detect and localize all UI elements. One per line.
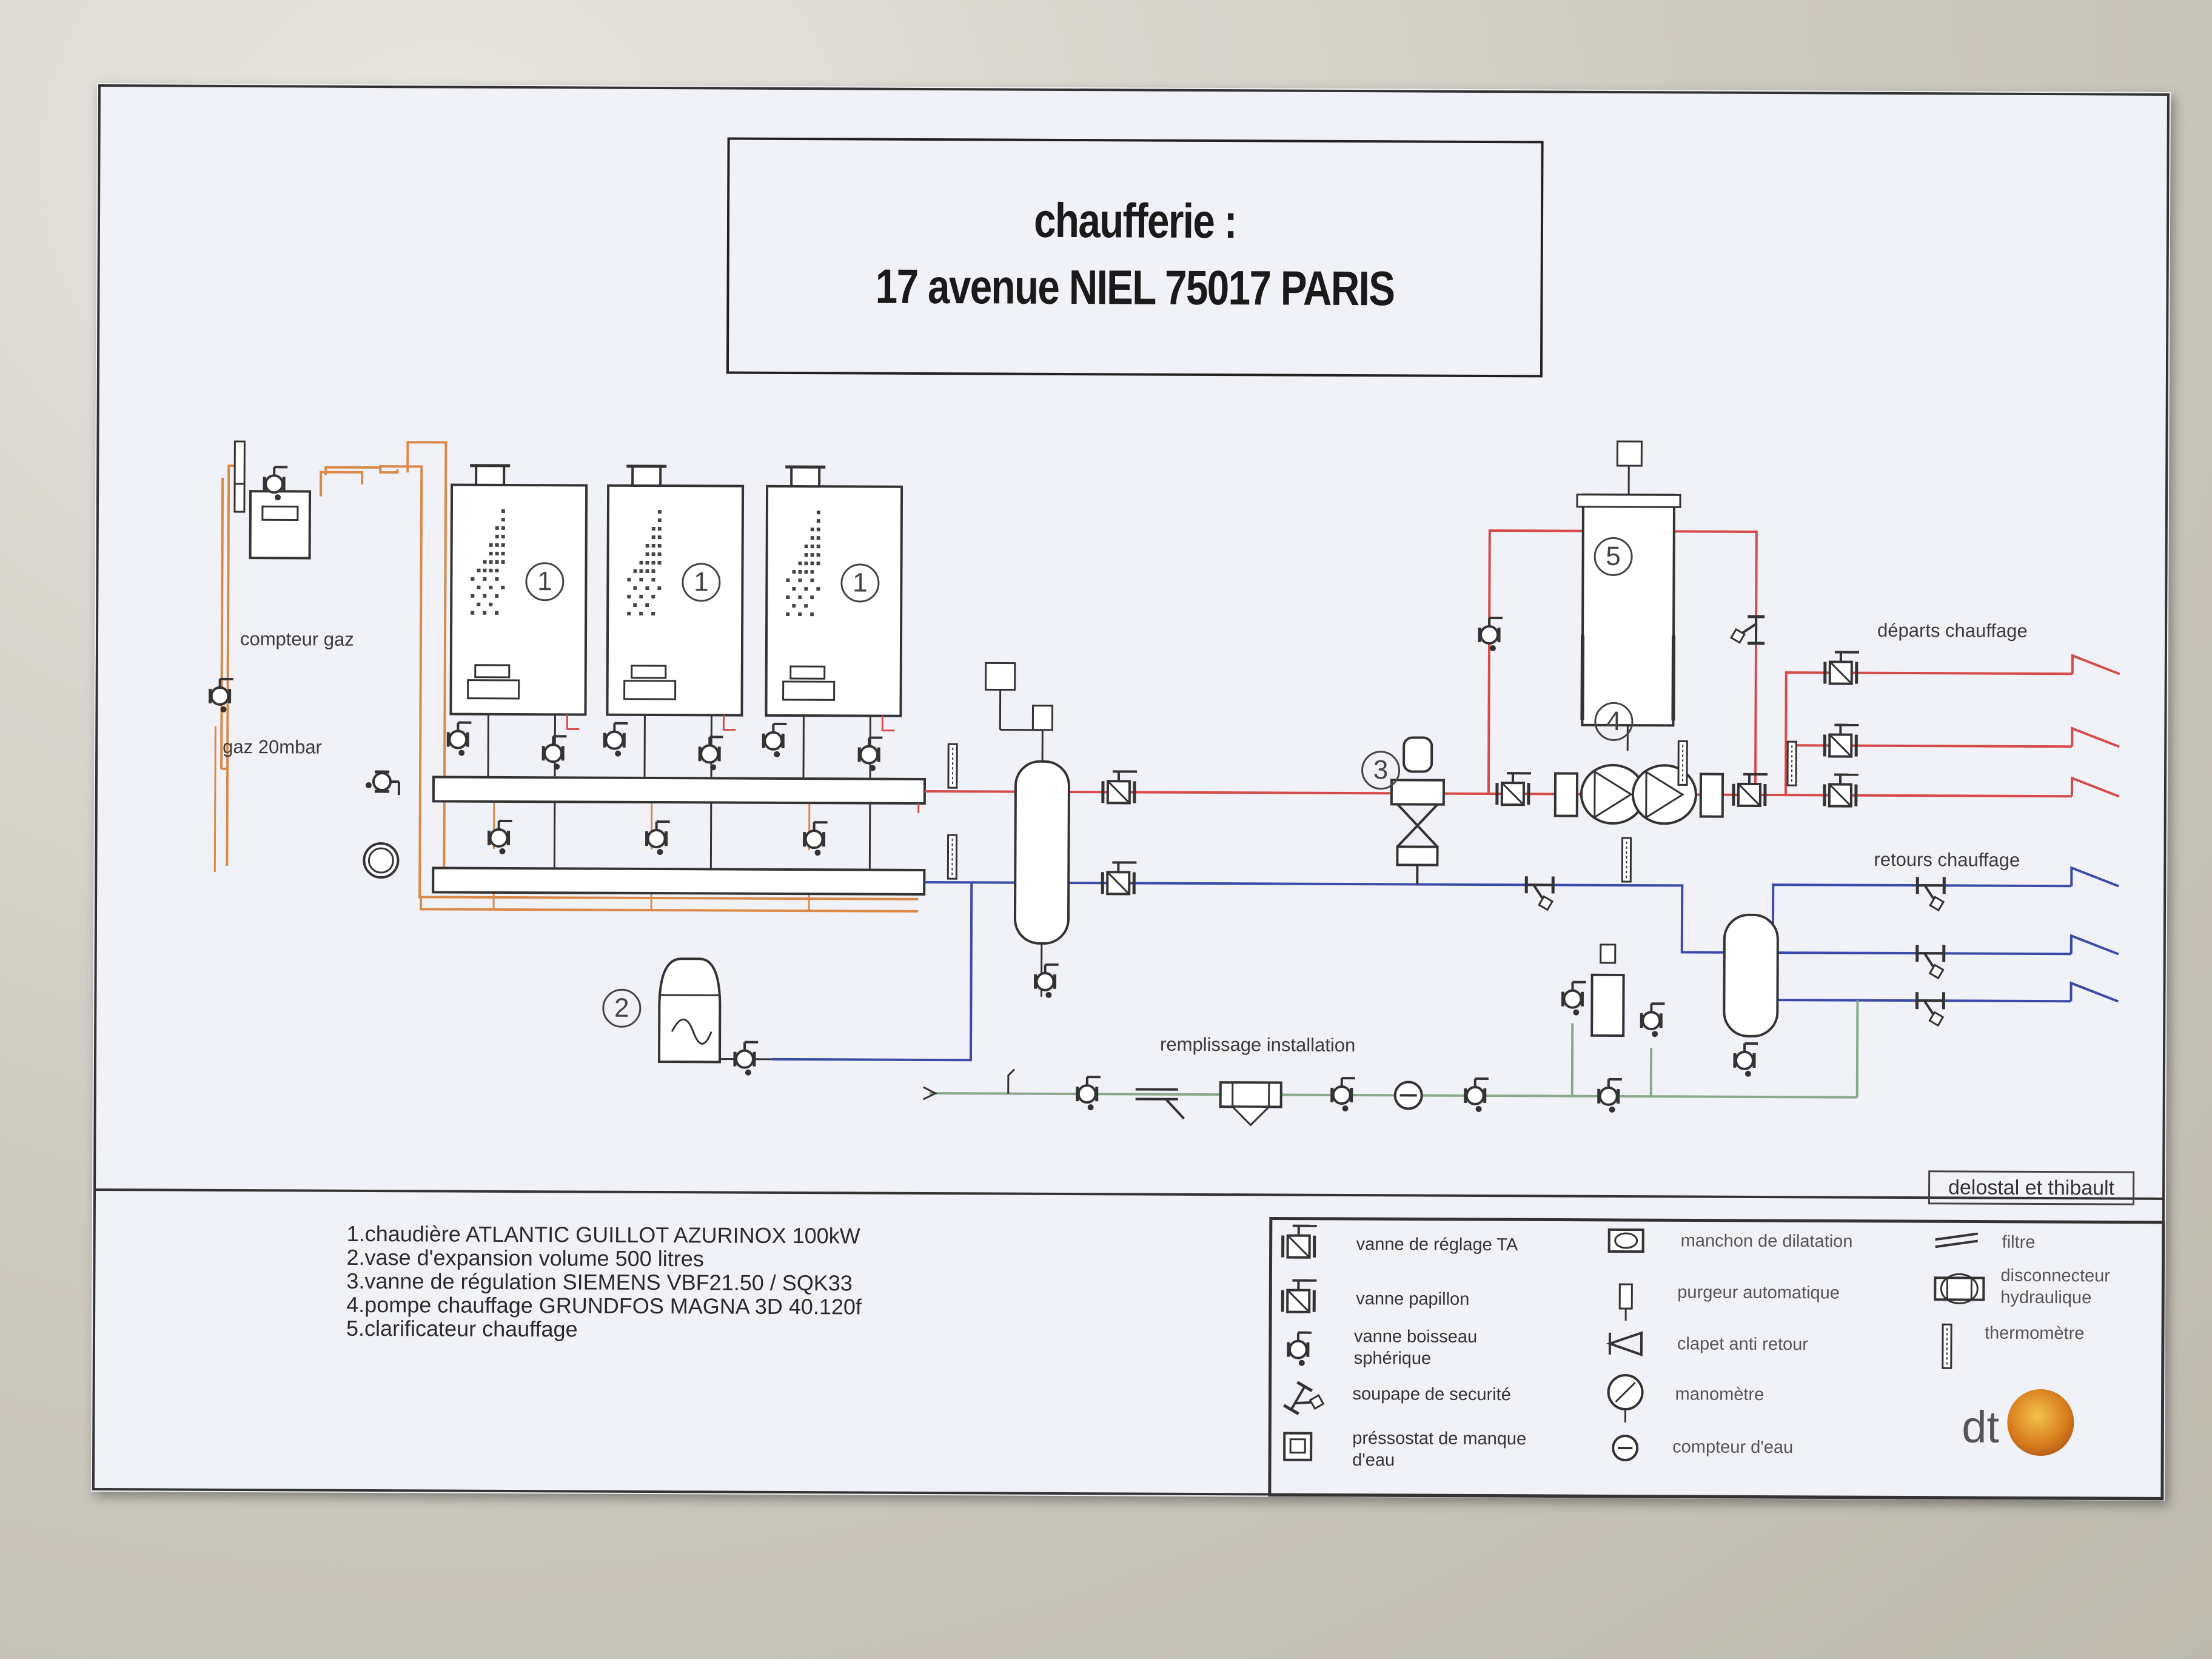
title-line-1: chaufferie : (1033, 193, 1237, 249)
boiler-3-number: 1 (840, 563, 880, 603)
clarifier-number: 5 (1594, 537, 1633, 577)
legend-backflow-preventer: disconnecteur hydraulique (2000, 1265, 2111, 1308)
pump-number: 4 (1594, 702, 1634, 742)
legend-pressure-gauge: manomètre (1675, 1384, 1765, 1405)
schematic-sheet: chaufferie : 17 avenue NIEL 75017 PARIS … (90, 83, 2171, 1501)
boiler-1-number: 1 (525, 562, 565, 602)
equipment-item-5: 5.clarificateur chauffage (346, 1315, 578, 1342)
equipment-item-2: 2.vase d'expansion volume 500 litres (346, 1244, 704, 1272)
legend-safety-valve: soupape de securité (1352, 1384, 1511, 1405)
legend-check-valve: clapet anti retour (1677, 1334, 1809, 1355)
heating-flows-label: départs chauffage (1877, 619, 2028, 642)
company-signature: delostal et thibault (1928, 1170, 2135, 1205)
legend-filter: filtre (2002, 1232, 2036, 1252)
title-line-2: 17 avenue NIEL 75017 PARIS (875, 259, 1395, 316)
legend-thermometer: thermomètre (1984, 1323, 2085, 1344)
schematic-drawing (92, 84, 2170, 1501)
regulation-valve-number: 3 (1361, 751, 1401, 790)
legend-water-meter: compteur d'eau (1672, 1437, 1794, 1458)
gas-meter-label: compteur gaz (240, 628, 354, 650)
gas-pressure-label: gaz 20mbar (223, 736, 323, 758)
title-box: chaufferie : 17 avenue NIEL 75017 PARIS (726, 137, 1544, 378)
company-logo-text: dt (1962, 1401, 2000, 1452)
heating-returns-label: retours chauffage (1874, 848, 2020, 871)
fill-installation-label: remplissage installation (1160, 1033, 1356, 1056)
legend-air-vent: purgeur automatique (1677, 1282, 1840, 1303)
legend-balancing-valve: vanne de réglage TA (1356, 1235, 1518, 1255)
legend-ball-valve: vanne boisseau sphérique (1353, 1327, 1478, 1369)
legend-expansion-joint: manchon de dilatation (1680, 1231, 1853, 1252)
expansion-vessel-number: 2 (602, 988, 642, 1028)
logo-sun-mark (2007, 1389, 2074, 1456)
legend-butterfly-valve: vanne papillon (1356, 1289, 1470, 1309)
boiler-2-number: 1 (682, 563, 721, 602)
legend-pressure-switch: préssostat de manque d'eau (1352, 1429, 1527, 1470)
